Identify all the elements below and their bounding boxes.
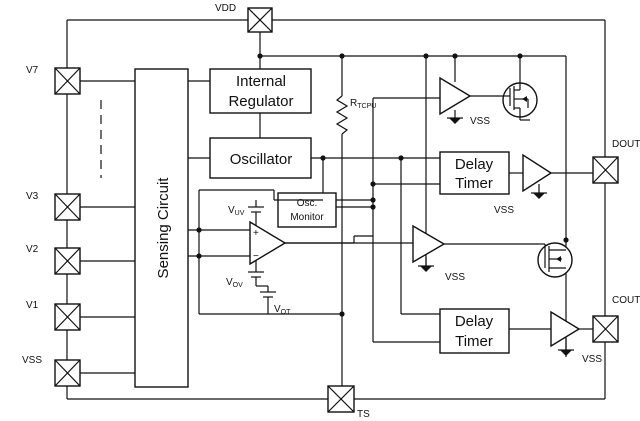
sensing-circuit-label: Sensing Circuit — [155, 177, 172, 279]
delay-timer-bottom-block: Delay Timer — [439, 308, 510, 354]
internal-regulator-block: Internal Regulator — [209, 68, 312, 114]
driver-fet-top — [439, 76, 538, 124]
internal-regulator-label-1: Internal — [236, 73, 286, 90]
osc-monitor-block: Osc. Monitor — [277, 192, 337, 228]
delay-timer-top-label-1: Delay — [455, 156, 494, 173]
internal-regulator-label-2: Regulator — [228, 93, 293, 110]
pin-label-v2: V2 — [26, 244, 39, 255]
pin-label-ts: TS — [357, 409, 370, 420]
pin-vss — [54, 359, 81, 387]
pin-vdd — [247, 7, 273, 33]
oscillator-block: Oscillator — [209, 137, 312, 179]
dout-buffer — [509, 153, 593, 199]
r-tcpu-label: RTCPU — [350, 98, 376, 110]
pin-label-v1: V1 — [26, 300, 39, 311]
pin-v7 — [54, 67, 81, 95]
v-uv-label: VUV — [228, 205, 245, 217]
oscillator-bus — [311, 97, 440, 343]
pin-label-v3: V3 — [26, 191, 39, 202]
pin-label-vdd: VDD — [215, 3, 236, 14]
vss-fet-top-label: VSS — [470, 116, 490, 127]
sensing-links — [188, 80, 210, 159]
comparator-minus: − — [253, 251, 259, 262]
pin-v2 — [54, 247, 81, 275]
osc-monitor-label-2: Monitor — [290, 212, 324, 223]
pin-label-dout: DOUT — [612, 139, 640, 150]
osc-monitor-label-1: Osc. — [297, 198, 318, 209]
pin-cout — [592, 315, 619, 343]
v-ov-label: VOV — [226, 277, 243, 289]
pin-label-cout: COUT — [612, 295, 640, 306]
oscillator-label: Oscillator — [230, 151, 293, 168]
vss-cout-label: VSS — [582, 354, 602, 365]
vss-delay-top-label: VSS — [494, 205, 514, 216]
tcpu-resistor — [335, 95, 349, 386]
threshold-comparator — [188, 189, 373, 315]
pin-v3 — [54, 193, 81, 221]
pin-label-vss: VSS — [22, 355, 42, 366]
delay-timer-bottom-label-1: Delay — [455, 313, 494, 330]
comparator-plus: + — [253, 228, 259, 239]
delay-timer-top-block: Delay Timer — [439, 151, 510, 195]
vss-mid-label: VSS — [445, 272, 465, 283]
pin-label-v7: V7 — [26, 65, 39, 76]
v-ot-label: VOT — [274, 304, 291, 316]
sensing-circuit-block: Sensing Circuit — [134, 68, 189, 388]
cell-wires — [80, 80, 135, 374]
pin-ts — [327, 385, 355, 413]
cout-buffer — [509, 310, 593, 356]
pin-v1 — [54, 303, 81, 331]
vdd-rail — [257, 32, 567, 357]
delay-timer-top-label-2: Timer — [455, 175, 493, 192]
package-outline — [66, 19, 606, 400]
pin-dout — [592, 156, 619, 184]
driver-fet-mid — [285, 224, 573, 278]
delay-timer-bottom-label-2: Timer — [455, 333, 493, 350]
